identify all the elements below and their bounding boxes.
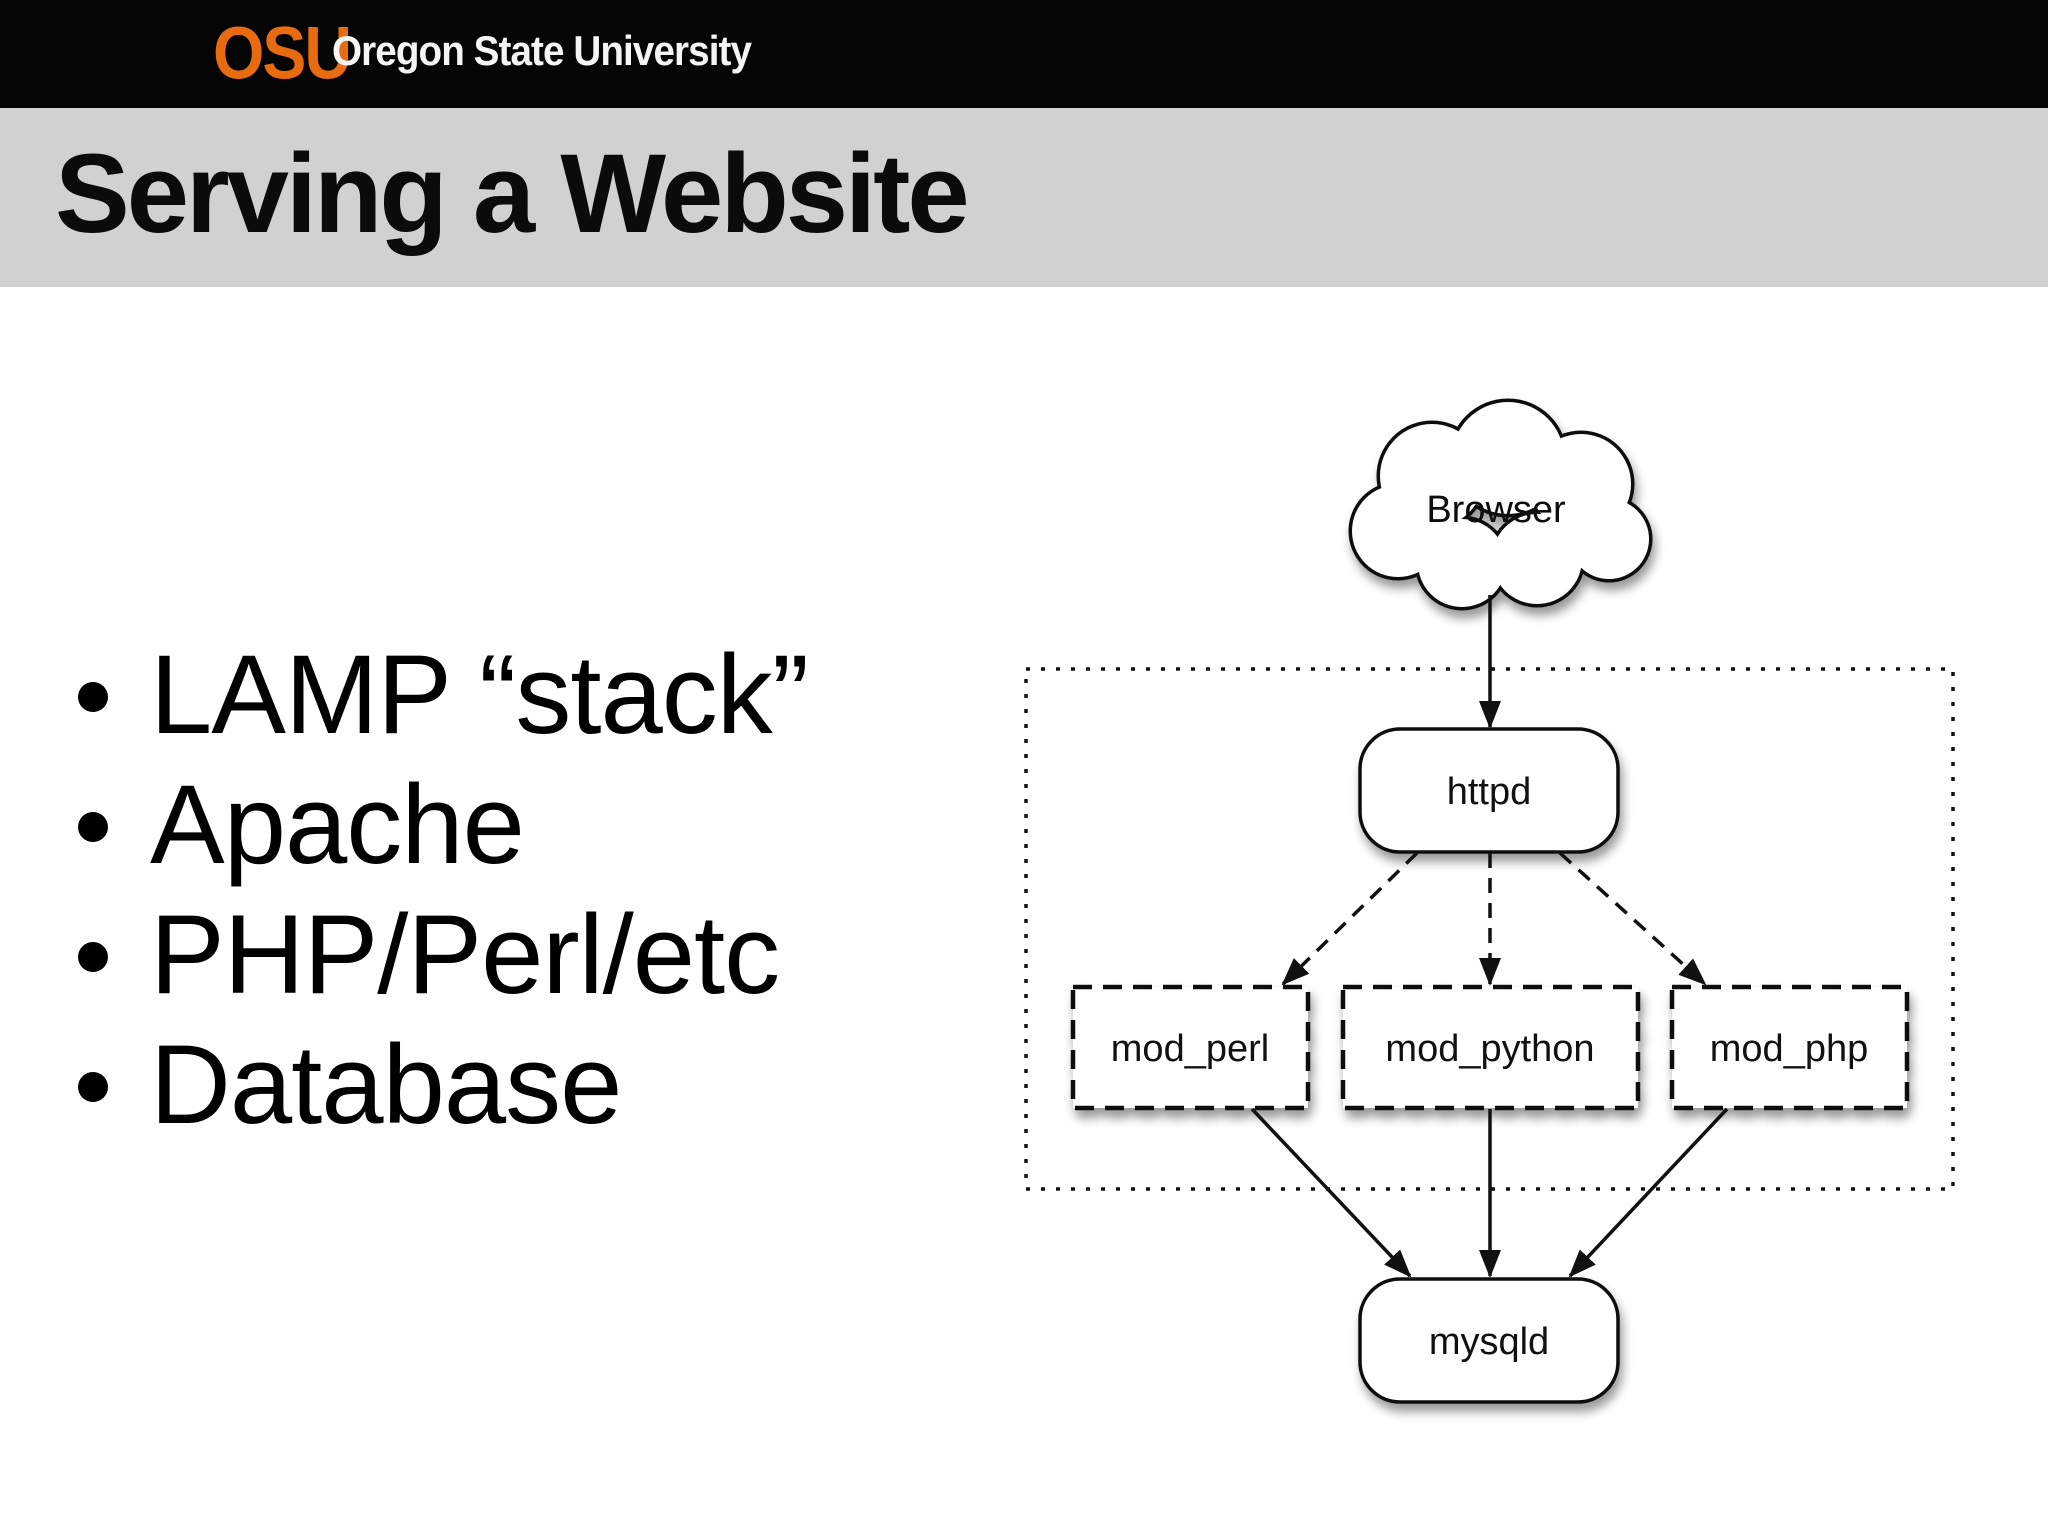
arrow-mod-php-to-mysqld bbox=[1568, 1107, 1729, 1278]
dashed-arrow-httpd-to-mod-perl bbox=[1281, 851, 1419, 986]
bullet-icon bbox=[78, 682, 108, 712]
httpd-label: httpd bbox=[1447, 771, 1532, 813]
dashed-arrow-httpd-to-mod-php bbox=[1558, 851, 1707, 986]
browser-label: Browser bbox=[1426, 489, 1566, 531]
bullet-label: Database bbox=[150, 1022, 622, 1147]
server-boundary-box bbox=[1024, 667, 1955, 1191]
header-bar: OSU Oregon State University bbox=[0, 0, 2048, 108]
bullet-list: LAMP “stack” Apache PHP/Perl/etc Databas… bbox=[78, 630, 809, 1150]
mod-php-node bbox=[1669, 984, 1910, 1111]
list-item: Apache bbox=[78, 760, 808, 890]
mod-perl-node bbox=[1070, 984, 1311, 1111]
mod-python-label: mod_python bbox=[1385, 1028, 1594, 1070]
architecture-diagram: mod_perl mod_python mod_php httpd mysqld bbox=[1024, 398, 1955, 1404]
httpd-node bbox=[1358, 727, 1620, 854]
bullet-icon bbox=[78, 1072, 108, 1102]
title-band: Serving a Website bbox=[0, 108, 2048, 287]
page-title: Serving a Website bbox=[55, 130, 970, 256]
bullet-icon bbox=[78, 812, 108, 842]
osu-logo: OSU bbox=[213, 11, 352, 95]
mod-php-label: mod_php bbox=[1710, 1028, 1868, 1070]
university-name: Oregon State University bbox=[332, 27, 752, 74]
cloud-fill bbox=[1352, 402, 1649, 607]
bullet-label: LAMP “stack” bbox=[150, 632, 809, 757]
mysqld-node bbox=[1358, 1277, 1620, 1404]
mod-perl-label: mod_perl bbox=[1111, 1028, 1269, 1070]
bullet-label: PHP/Perl/etc bbox=[150, 892, 780, 1017]
list-item: LAMP “stack” bbox=[78, 630, 809, 760]
bullet-label: Apache bbox=[150, 762, 525, 887]
browser-node: Browser bbox=[1348, 398, 1653, 611]
list-item: Database bbox=[78, 1020, 808, 1150]
mysqld-label: mysqld bbox=[1429, 1321, 1549, 1363]
list-item: PHP/Perl/etc bbox=[78, 890, 808, 1020]
arrow-mod-perl-to-mysqld bbox=[1250, 1107, 1412, 1278]
mod-python-node bbox=[1340, 984, 1641, 1111]
bullet-icon bbox=[78, 942, 108, 972]
